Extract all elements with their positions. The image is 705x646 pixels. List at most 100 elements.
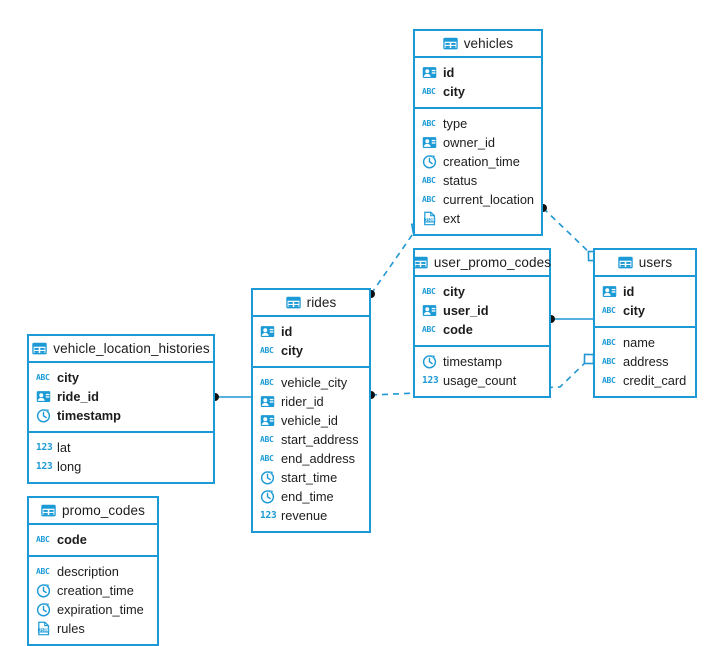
column-name: user_id: [443, 303, 489, 318]
relationship-user_promo_codes-to-users[interactable]: [547, 315, 593, 323]
table-grid-icon: [285, 295, 301, 310]
column-name: ride_id: [57, 389, 99, 404]
clock-icon: [36, 408, 51, 423]
table-header-promo_codes[interactable]: promo_codes: [29, 498, 157, 525]
table-header-users[interactable]: users: [595, 250, 695, 277]
abc-text-icon: ABC: [602, 305, 616, 315]
column-row[interactable]: user_id: [415, 301, 549, 320]
column-row[interactable]: ABC current_location: [415, 190, 541, 209]
table-grid-icon: [413, 255, 428, 270]
column-row[interactable]: timestamp: [29, 406, 213, 425]
column-row[interactable]: ride_id: [29, 387, 213, 406]
abc-text-icon: ABC: [602, 356, 616, 366]
abc-text-icon: ABC: [422, 194, 436, 204]
column-name: creation_time: [443, 154, 520, 169]
column-name: city: [57, 370, 80, 385]
column-name: credit_card: [623, 373, 687, 388]
column-name: code: [443, 322, 473, 337]
id-card-icon: [422, 303, 437, 318]
column-name: rules: [57, 621, 85, 636]
column-row[interactable]: end_time: [253, 487, 369, 506]
relationship-vehicle_location_histories-to-rides[interactable]: [211, 393, 251, 401]
column-name: end_address: [281, 451, 355, 466]
table-header-rides[interactable]: rides: [253, 290, 369, 317]
column-row[interactable]: id: [253, 322, 369, 341]
column-row[interactable]: id: [415, 63, 541, 82]
column-row[interactable]: rider_id: [253, 392, 369, 411]
table-title: rides: [306, 295, 337, 310]
column-name: city: [281, 343, 304, 358]
clock-icon: [260, 489, 275, 504]
column-row[interactable]: vehicle_id: [253, 411, 369, 430]
abc-text-icon: ABC: [260, 377, 274, 387]
table-header-user_promo_codes[interactable]: user_promo_codes: [413, 250, 551, 277]
clock-icon: [422, 354, 437, 369]
column-row[interactable]: id: [595, 282, 695, 301]
column-row[interactable]: owner_id: [415, 133, 541, 152]
column-row[interactable]: 123 long: [29, 457, 213, 476]
column-row[interactable]: creation_time: [415, 152, 541, 171]
column-row[interactable]: start_time: [253, 468, 369, 487]
table-header-vehicle_location_histories[interactable]: vehicle_location_histories: [29, 336, 213, 363]
table-header-vehicles[interactable]: vehicles: [415, 31, 541, 58]
column-name: rider_id: [281, 394, 324, 409]
column-name: id: [443, 65, 455, 80]
column-name: current_location: [443, 192, 535, 207]
123-number-icon: 123: [36, 460, 53, 472]
column-name: status: [443, 173, 478, 188]
column-name: timestamp: [57, 408, 122, 423]
table-title: users: [638, 255, 673, 270]
column-row[interactable]: timestamp: [415, 352, 549, 371]
id-card-icon: [260, 324, 275, 339]
column-row[interactable]: expiration_time: [29, 600, 157, 619]
column-name: long: [57, 459, 82, 474]
clock-icon: [36, 602, 51, 617]
abc-text-icon: ABC: [422, 286, 436, 296]
123-number-icon: 123: [260, 509, 277, 521]
column-row[interactable]: JSON rules: [29, 619, 157, 638]
column-name: start_address: [281, 432, 359, 447]
column-row[interactable]: creation_time: [29, 581, 157, 600]
column-name: expiration_time: [57, 602, 144, 617]
id-card-icon: [602, 284, 617, 299]
123-number-icon: 123: [422, 374, 439, 386]
column-name: start_time: [281, 470, 338, 485]
column-name: end_time: [281, 489, 334, 504]
column-name: id: [623, 284, 635, 299]
table-grid-icon: [618, 255, 633, 270]
column-name: creation_time: [57, 583, 134, 598]
svg-text:JSON: JSON: [39, 628, 49, 633]
